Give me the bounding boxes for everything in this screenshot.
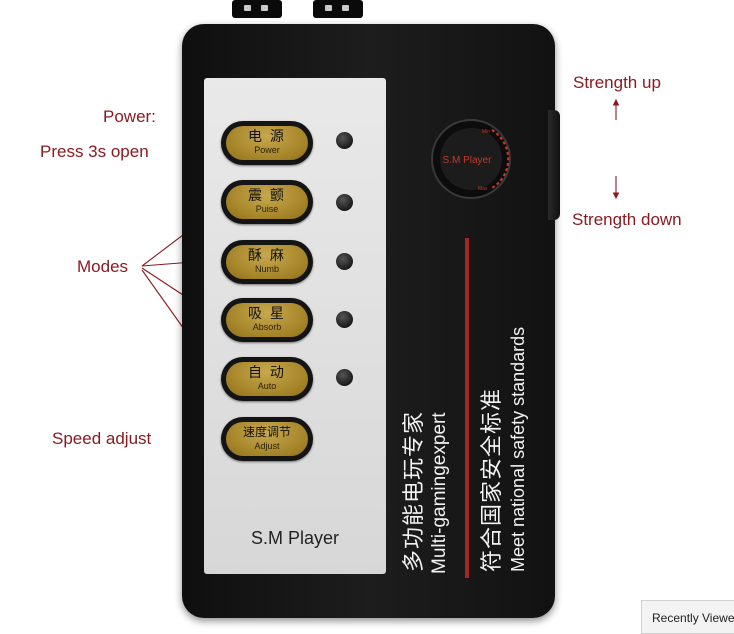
- auto-mode-en: Auto: [257, 381, 277, 391]
- modes-label: Modes: [77, 257, 129, 276]
- accent-stripe: [465, 238, 469, 578]
- vertical-text-cn-1: 多功能电玩专家: [401, 410, 426, 572]
- strength-wheel[interactable]: [548, 110, 560, 220]
- speed-adjust-button[interactable]: 速度调节 Adjust: [221, 417, 313, 461]
- power-button-cn: 电 源: [248, 128, 286, 144]
- absorb-indicator-led: [336, 311, 353, 328]
- absorb-mode-en: Absorb: [252, 322, 282, 332]
- recently-viewed-tab[interactable]: Recently Viewe: [641, 600, 734, 634]
- numb-mode-cn: 酥 麻: [248, 247, 286, 263]
- dial-min-label: Min: [482, 129, 490, 135]
- auto-indicator-led: [336, 369, 353, 386]
- brand-label: S.M Player: [250, 528, 340, 548]
- absorb-mode-cn: 吸 星: [248, 305, 286, 321]
- strength-down-label: Strength down: [572, 210, 682, 229]
- strength-up-label: Strength up: [573, 73, 661, 92]
- dial-label: S.M Player: [443, 155, 493, 166]
- numb-indicator-led: [336, 253, 353, 270]
- dial-max-label: Max: [478, 186, 488, 192]
- numb-mode-en: Numb: [254, 264, 279, 274]
- speed-adjust-en: Adjust: [254, 441, 280, 451]
- speed-adjust-cn: 速度调节: [242, 425, 291, 439]
- auto-mode-cn: 自 动: [248, 364, 286, 380]
- power-indicator-led: [336, 132, 353, 149]
- strength-dial[interactable]: S.M Player Min Max: [420, 118, 522, 200]
- power-button-en: Power: [254, 145, 280, 155]
- power-hint-label: Press 3s open: [40, 142, 149, 161]
- power-label: Power:: [103, 107, 156, 126]
- pulse-indicator-led: [336, 194, 353, 211]
- vertical-text-en-1: Multi-gamingexpert: [429, 412, 450, 574]
- pulse-mode-cn: 震 颤: [248, 187, 286, 203]
- speed-adjust-label: Speed adjust: [52, 429, 152, 448]
- vertical-text-cn-2: 符合国家安全标准: [479, 387, 504, 572]
- vertical-text-en-2: Meet national safety standards: [508, 326, 528, 572]
- connector-jack-right: [313, 0, 363, 18]
- pulse-mode-en: Puise: [255, 204, 279, 214]
- connector-jack-left: [232, 0, 282, 18]
